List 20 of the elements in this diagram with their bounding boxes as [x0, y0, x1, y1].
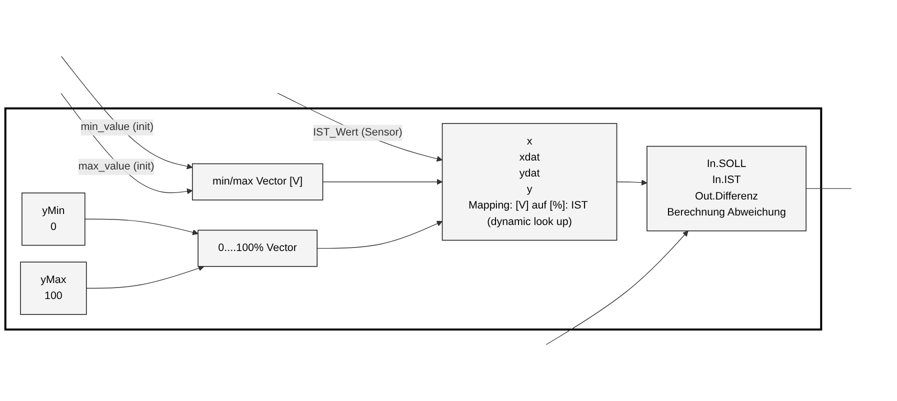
node-box: x xdat ydat y Mapping: [V] auf [%]: IST (dynamic look up)	[442, 123, 618, 241]
node-box: In.SOLL In.IST Out.Differenz Berechnung Abweichung	[646, 146, 806, 232]
edge-label: max_value (init)	[78, 160, 154, 172]
arrow	[316, 220, 443, 249]
node-box: min/max Vector [V]	[192, 163, 324, 200]
arrow	[277, 92, 443, 162]
node-box: yMin 0	[22, 192, 86, 246]
node-box: 0....100% Vector	[198, 230, 318, 267]
arrow	[84, 218, 198, 236]
arrow	[546, 230, 688, 345]
node-box: yMax 100	[20, 262, 87, 315]
arrow	[322, 178, 443, 185]
edge-label: IST_Wert (Sensor)	[313, 126, 402, 138]
arrow	[86, 265, 204, 289]
arrow	[60, 92, 193, 194]
edge-label: min_value (init)	[80, 121, 154, 133]
arrow	[616, 180, 648, 186]
connector	[806, 188, 852, 189]
cluster	[4, 107, 822, 331]
arrow	[61, 56, 193, 170]
